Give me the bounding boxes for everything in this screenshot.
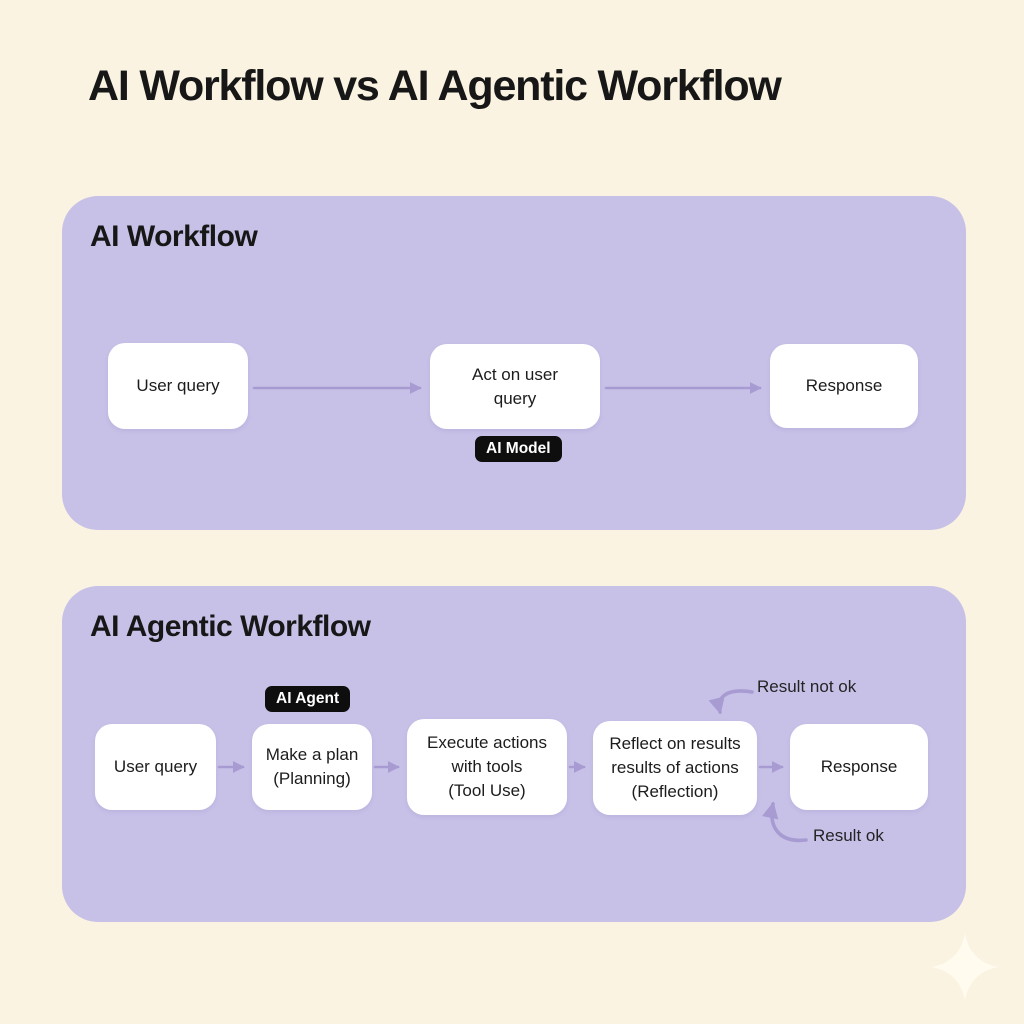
node-response: Response [790,724,928,810]
workflow-panel: AI Workflow User query Act on user query… [62,196,966,530]
node-user-query: User query [108,343,248,429]
node-make-a-plan: Make a plan (Planning) [252,724,372,810]
node-execute-actions: Execute actions with tools (Tool Use) [407,719,567,815]
result-ok-label: Result ok [813,826,884,845]
node-label: Act on user query [472,364,558,408]
page-title: AI Workflow vs AI Agentic Workflow [88,62,782,110]
node-label: User query [113,757,198,777]
workflow-panel-heading: AI Workflow [90,220,258,253]
result-not-ok-label: Result not ok [757,677,857,696]
node-label: Reflect on results results of actions (R… [609,734,741,801]
node-act-on-user-query: Act on user query [430,344,600,429]
node-label: Response [820,757,898,777]
ai-agent-badge: AI Agent [265,686,351,712]
node-label: Make a plan (Planning) [265,745,359,788]
node-user-query: User query [95,724,216,810]
node-label: Response [805,376,883,396]
node-response: Response [770,344,918,428]
node-reflect-on-results: Reflect on results results of actions (R… [593,721,757,815]
ai-model-badge: AI Model [475,436,562,462]
node-label: Execute actions with tools (Tool Use) [426,733,547,800]
node-label: User query [136,376,220,396]
agentic-panel: AI Agentic Workflow AI Agent User query … [62,586,966,922]
agentic-panel-heading: AI Agentic Workflow [90,610,371,643]
